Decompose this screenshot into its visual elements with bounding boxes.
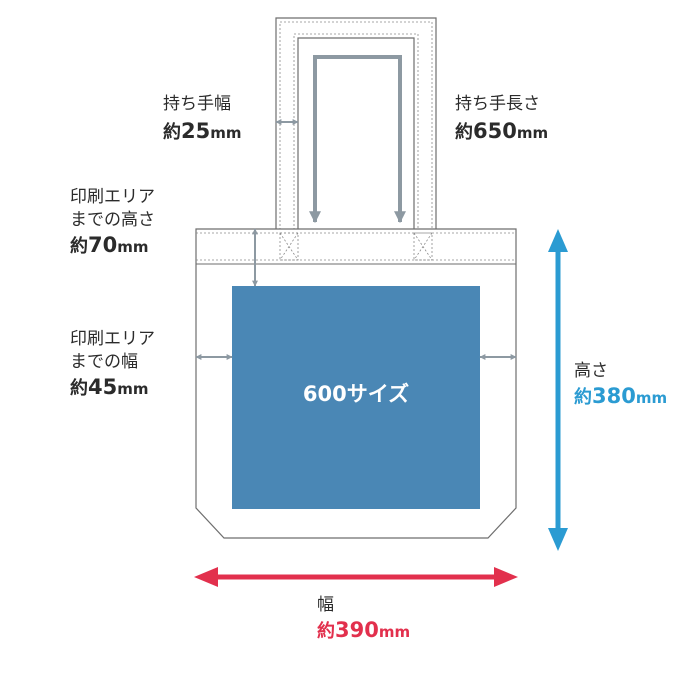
width-title: 幅 xyxy=(317,595,334,615)
handle-length-value: 約650mm xyxy=(455,119,549,143)
handle-attach-left xyxy=(279,232,299,261)
print-side-line1: 印刷エリア xyxy=(70,329,155,349)
print-area-label: 600サイズ xyxy=(302,382,410,406)
height-title: 高さ xyxy=(574,361,608,381)
handle-stitch-outer xyxy=(279,21,433,230)
print-top-line2: までの高さ xyxy=(70,210,155,230)
print-top-value: 約70mm xyxy=(70,233,149,257)
width-value: 約390mm xyxy=(317,618,411,642)
handle-attach-right xyxy=(413,232,433,261)
height-value: 約380mm xyxy=(574,384,668,408)
handle-length-title: 持ち手長さ xyxy=(455,94,540,114)
handle-stitch-inner xyxy=(293,33,419,230)
handle-width-value: 約25mm xyxy=(163,119,242,143)
handle-inner-outline xyxy=(297,37,415,230)
height-arrow xyxy=(548,229,568,551)
print-area xyxy=(232,286,480,509)
handle-outline xyxy=(275,17,437,230)
width-arrow xyxy=(194,567,518,587)
print-top-line1: 印刷エリア xyxy=(70,187,155,207)
print-side-line2: までの幅 xyxy=(70,352,138,372)
print-side-value: 約45mm xyxy=(70,375,149,399)
handle-width-title: 持ち手幅 xyxy=(163,94,231,114)
handle-length-guide xyxy=(313,55,406,224)
